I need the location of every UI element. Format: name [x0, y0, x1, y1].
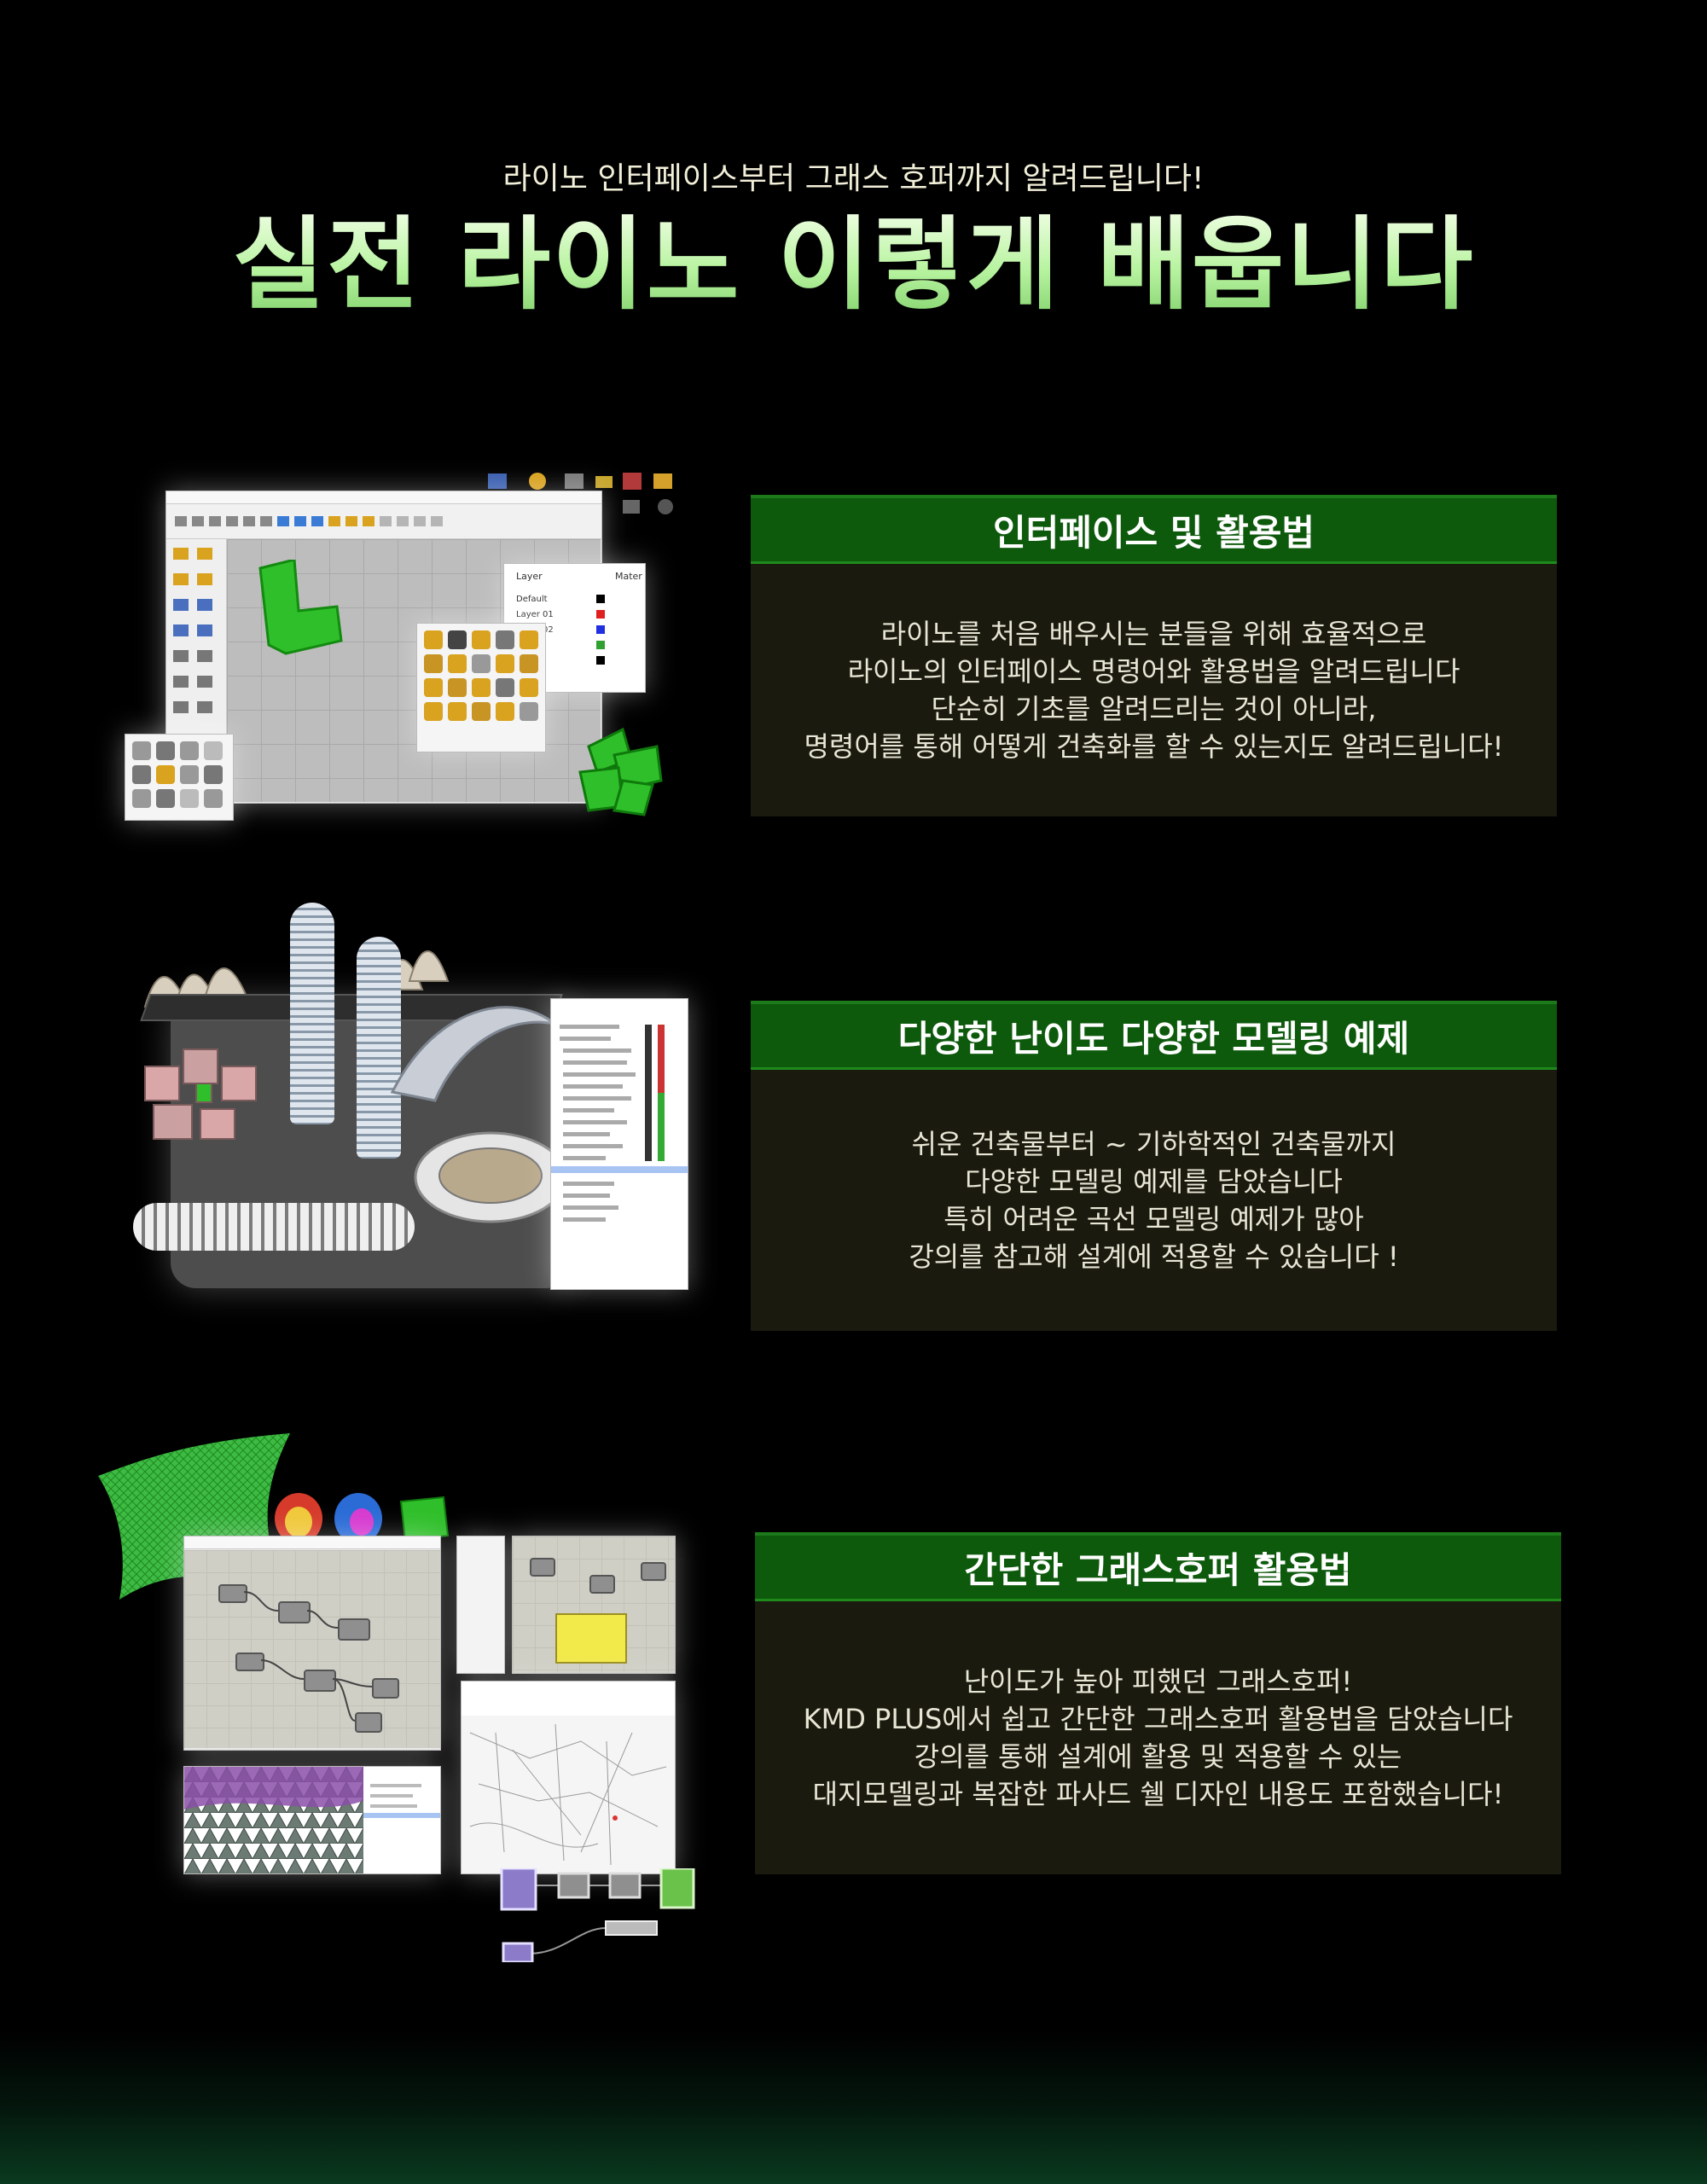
svg-text:Default: Default: [516, 595, 548, 604]
card-heading: 인터페이스 및 활용법: [751, 495, 1557, 564]
card-interface: 인터페이스 및 활용법 라이노를 처음 배우시는 분들을 위해 효율적으로 라이…: [751, 495, 1557, 816]
pink-block-model: [144, 1048, 257, 1140]
analysis-color-shapes: [275, 1493, 450, 1544]
svg-text:Mater: Mater: [615, 571, 642, 582]
green-l-shape-model: [258, 560, 343, 655]
green-twisted-model: [578, 727, 663, 816]
card-heading: 다양한 난이도 다양한 모델링 예제: [751, 1001, 1557, 1070]
card-line: 라이노의 인터페이스 명령어와 활용법을 알려드립니다: [847, 655, 1460, 688]
page-subtitle: 라이노 인터페이스부터 그래스 호퍼까지 알려드립니다!: [502, 161, 1205, 196]
card-heading: 간단한 그래스호퍼 활용법: [755, 1532, 1561, 1601]
layer-list-window: [550, 998, 688, 1290]
shell-facade-window: [183, 1766, 441, 1874]
card-line: 강의를 참고해 설계에 적용할 수 있습니다 !: [909, 1240, 1399, 1273]
select-panel: [416, 623, 546, 752]
architecture-models-illustration: [128, 896, 691, 1297]
card-line: 대지모델링과 복잡한 파사드 쉘 디자인 내용도 포함했습니다!: [812, 1778, 1504, 1810]
card-body: 쉬운 건축물부터 ~ 기하학적인 건축물까지 다양한 모델링 예제를 담았습니다…: [751, 1070, 1557, 1331]
cplanes-panel: [125, 734, 234, 821]
site-map-window: [461, 1681, 676, 1874]
page-title: 실전 라이노 이렇게 배웁니다: [0, 205, 1707, 324]
tower-left: [290, 903, 334, 1124]
card-line: 강의를 통해 설계에 활용 및 적용할 수 있는: [914, 1740, 1402, 1773]
stadium-model: [414, 1131, 567, 1223]
tower-right: [357, 937, 401, 1159]
grasshopper-small-window: [512, 1536, 676, 1674]
svg-text:Layer: Layer: [516, 571, 543, 582]
card-modeling: 다양한 난이도 다양한 모델링 예제 쉬운 건축물부터 ~ 기하학적인 건축물까…: [751, 1001, 1557, 1331]
section-grasshopper: 간단한 그래스호퍼 활용법 난이도가 높아 피했던 그래스호퍼! KMD PLU…: [0, 1425, 1707, 1971]
ribbed-long-model: [133, 1203, 415, 1251]
bottom-node-chain: [500, 1868, 695, 1962]
floating-toolbar-icons: [486, 469, 682, 520]
card-line: 라이노를 처음 배우시는 분들을 위해 효율적으로: [880, 618, 1427, 650]
card-line: 단순히 기초를 알려드리는 것이 아니라,: [931, 693, 1377, 725]
card-line: 명령어를 통해 어떻게 건축화를 할 수 있는지도 알려드립니다!: [804, 730, 1504, 763]
section-modeling: 다양한 난이도 다양한 모델링 예제 쉬운 건축물부터 ~ 기하학적인 건축물까…: [0, 896, 1707, 1331]
card-body: 라이노를 처음 배우시는 분들을 위해 효율적으로 라이노의 인터페이스 명령어…: [751, 564, 1557, 816]
card-line: 특히 어려운 곡선 모델링 예제가 많아: [943, 1203, 1364, 1235]
grasshopper-illustration: [94, 1425, 708, 1971]
svg-text:Layer 01: Layer 01: [516, 610, 554, 619]
properties-window: [456, 1536, 505, 1674]
grasshopper-canvas-window: [183, 1536, 441, 1751]
card-grasshopper: 간단한 그래스호퍼 활용법 난이도가 높아 피했던 그래스호퍼! KMD PLU…: [755, 1532, 1561, 1874]
card-line: 난이도가 높아 피했던 그래스호퍼!: [963, 1665, 1353, 1698]
card-line: 다양한 모델링 예제를 담았습니다: [965, 1165, 1343, 1198]
card-body: 난이도가 높아 피했던 그래스호퍼! KMD PLUS에서 쉽고 간단한 그래스…: [755, 1601, 1561, 1874]
curved-ribbon-model: [390, 1006, 555, 1102]
card-line: KMD PLUS에서 쉽고 간단한 그래스호퍼 활용법을 담았습니다: [803, 1703, 1513, 1735]
card-line: 쉬운 건축물부터 ~ 기하학적인 건축물까지: [911, 1128, 1396, 1160]
